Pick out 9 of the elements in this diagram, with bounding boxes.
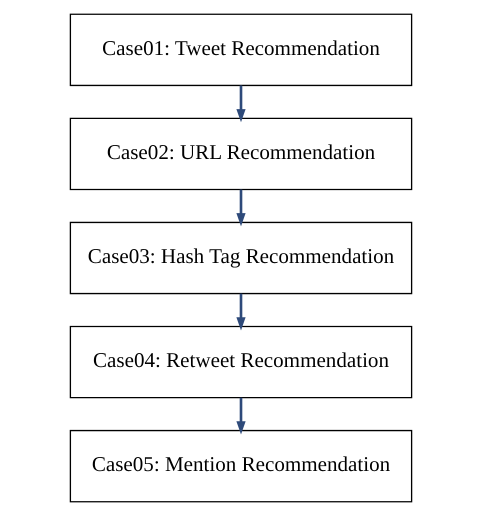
node-box: Case03: Hash Tag Recommendation (69, 221, 412, 294)
arrow (236, 85, 246, 122)
node-box: Case02: URL Recommendation (69, 117, 412, 190)
node-box: Case01: Tweet Recommendation (69, 13, 412, 86)
arrow (236, 397, 246, 434)
arrow (236, 189, 246, 226)
node-box: Case04: Retweet Recommendation (69, 325, 412, 398)
node-box: Case05: Mention Recommendation (69, 429, 412, 502)
arrow (236, 293, 246, 330)
